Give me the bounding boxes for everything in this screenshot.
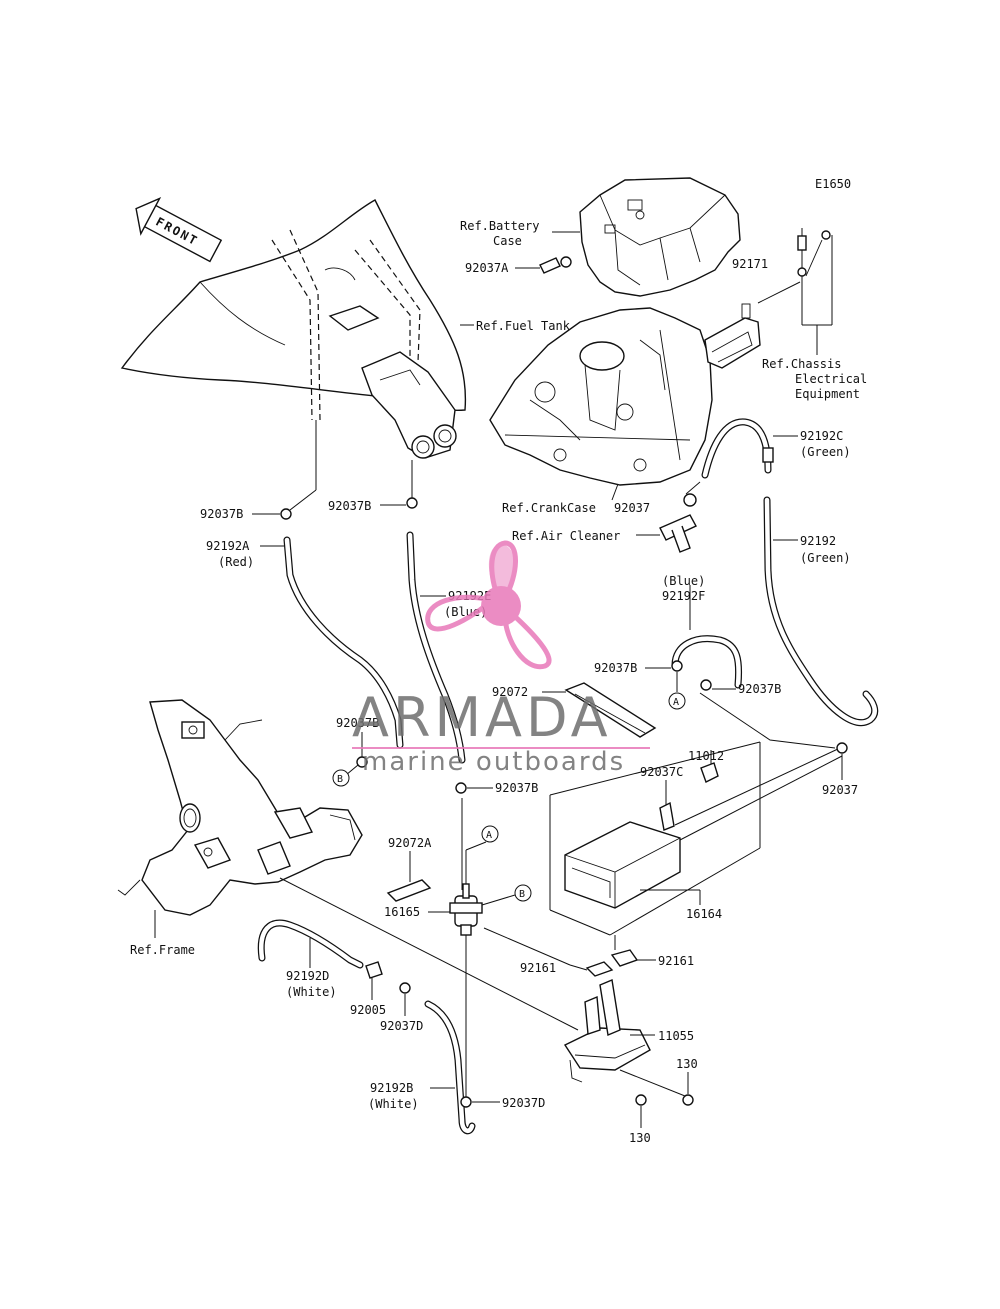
part-92192F-label: 92192F bbox=[662, 589, 705, 603]
hose-92192E-drawing bbox=[406, 531, 466, 764]
clamp-92037B-r-icon bbox=[700, 679, 712, 691]
part-92037C-label: 92037C bbox=[640, 765, 683, 779]
ref-frame-label: Ref.Frame bbox=[130, 943, 195, 957]
part-92192-label: 92192 bbox=[800, 534, 836, 548]
frame-drawing bbox=[117, 699, 363, 916]
hose-92192D-drawing bbox=[257, 919, 364, 969]
pad-92072A-drawing bbox=[386, 879, 432, 902]
clamp-92037B-f-icon bbox=[671, 660, 683, 672]
part-92037A-label: 92037A bbox=[465, 261, 509, 275]
part-92192B-label: 92192B bbox=[370, 1081, 413, 1095]
clamp-92037C-icon bbox=[659, 801, 675, 831]
watermark-tagline: marine outboards bbox=[362, 747, 625, 777]
part-92037B-r-label: 92037B bbox=[738, 682, 781, 696]
crankcase-drawing bbox=[489, 307, 713, 486]
callout-a-upper: A bbox=[668, 692, 686, 710]
callout-a-lower: A bbox=[481, 825, 499, 843]
watermark-brand: ARMADA bbox=[352, 686, 612, 749]
clamp-92037A-icon bbox=[539, 256, 572, 274]
part-92037D-a-label: 92037D bbox=[380, 1019, 423, 1033]
color-red: (Red) bbox=[218, 555, 254, 569]
part-92072-label: 92072 bbox=[492, 685, 528, 699]
clamp-92037B-mid-icon bbox=[406, 497, 418, 509]
clamp-92037B-left-icon bbox=[280, 508, 292, 520]
part-92037D-b-label: 92037D bbox=[502, 1096, 545, 1110]
part-130-a-label: 130 bbox=[676, 1057, 698, 1071]
ref-chassis-label-1: Ref.Chassis bbox=[762, 357, 841, 371]
color-green-c: (Green) bbox=[800, 445, 851, 459]
fitting-92005-icon bbox=[365, 961, 383, 979]
part-16164-label: 16164 bbox=[686, 907, 722, 921]
clamp-92037B-center-icon bbox=[455, 782, 467, 794]
part-92072A-label: 92072A bbox=[388, 836, 432, 850]
color-green-main: (Green) bbox=[800, 551, 851, 565]
bolt-130-a-icon bbox=[682, 1094, 694, 1106]
part-92192D-label: 92192D bbox=[286, 969, 329, 983]
canister-16164-drawing bbox=[564, 821, 681, 909]
strap-92072-drawing bbox=[564, 682, 657, 738]
ref-battery-case-label-2: Case bbox=[493, 234, 522, 248]
part-92192A-label: 92192A bbox=[206, 539, 250, 553]
clamp-92037-top-icon bbox=[683, 481, 701, 507]
pad-92161-b-icon bbox=[610, 949, 639, 967]
part-92037-top-label: 92037 bbox=[614, 501, 650, 515]
ref-crankcase-label: Ref.CrankCase bbox=[502, 501, 596, 515]
callout-b-lower: B bbox=[514, 884, 532, 902]
part-92037B-b-label: 92037B bbox=[336, 716, 379, 730]
part-92037B-left-label: 92037B bbox=[200, 507, 243, 521]
part-16165-label: 16165 bbox=[384, 905, 420, 919]
propeller-logo-icon bbox=[425, 540, 552, 670]
hose-92192C-drawing bbox=[701, 418, 774, 479]
bracket-92171-drawing bbox=[704, 303, 761, 369]
clamp-92037-right-icon bbox=[836, 742, 848, 754]
hose-92192-drawing bbox=[763, 496, 879, 727]
color-white-d: (White) bbox=[286, 985, 337, 999]
svg-text:A: A bbox=[673, 697, 679, 708]
hose-92192F-drawing bbox=[671, 635, 743, 689]
ref-air-cleaner-label: Ref.Air Cleaner bbox=[512, 529, 620, 543]
part-130-b-label: 130 bbox=[629, 1131, 651, 1145]
pad-92161-a-icon bbox=[585, 961, 614, 977]
part-92037-right-label: 92037 bbox=[822, 783, 858, 797]
ref-fuel-tank-label: Ref.Fuel Tank bbox=[476, 319, 571, 333]
svg-text:A: A bbox=[486, 830, 492, 841]
bracket-11055-drawing bbox=[563, 979, 651, 1083]
color-blue-f: (Blue) bbox=[662, 574, 705, 588]
battery-case-drawing bbox=[579, 177, 741, 297]
color-white-b: (White) bbox=[368, 1097, 419, 1111]
callout-b-upper: B bbox=[332, 769, 350, 787]
chassis-connector-icon bbox=[797, 228, 831, 277]
fuel-tank-drawing bbox=[120, 199, 467, 459]
part-11055-label: 11055 bbox=[658, 1029, 694, 1043]
part-92171-label: 92171 bbox=[732, 257, 768, 271]
svg-text:B: B bbox=[337, 774, 343, 785]
color-blue-e: (Blue) bbox=[444, 605, 487, 619]
clamp-92037D-a-icon bbox=[399, 982, 411, 994]
part-92005-label: 92005 bbox=[350, 1003, 386, 1017]
front-arrow-icon: FRONT bbox=[135, 197, 223, 263]
hose-92192B-drawing bbox=[424, 1000, 476, 1135]
part-92037B-low-label: 92037B bbox=[495, 781, 538, 795]
part-92161-a-label: 92161 bbox=[520, 961, 556, 975]
armada-watermark: ARMADA marine outboards bbox=[352, 540, 650, 777]
air-cleaner-tee-icon bbox=[659, 514, 697, 553]
bolt-130-b-icon bbox=[635, 1094, 647, 1106]
svg-text:B: B bbox=[519, 889, 525, 900]
diagram-code: E1650 bbox=[815, 177, 851, 191]
part-92037B-mid-label: 92037B bbox=[328, 499, 371, 513]
part-92161-b-label: 92161 bbox=[658, 954, 694, 968]
hose-92192A-drawing bbox=[283, 536, 404, 749]
ref-chassis-label-2: Electrical bbox=[795, 372, 867, 386]
ref-battery-case-label-1: Ref.Battery bbox=[460, 219, 539, 233]
part-11012-label: 11012 bbox=[688, 749, 724, 763]
ref-chassis-label-3: Equipment bbox=[795, 387, 860, 401]
cap-11012-icon bbox=[700, 762, 719, 783]
clamp-92037D-b-icon bbox=[460, 1096, 472, 1108]
filter-16165-drawing bbox=[449, 883, 483, 936]
part-92192C-label: 92192C bbox=[800, 429, 843, 443]
part-92037B-f-label: 92037B bbox=[594, 661, 637, 675]
